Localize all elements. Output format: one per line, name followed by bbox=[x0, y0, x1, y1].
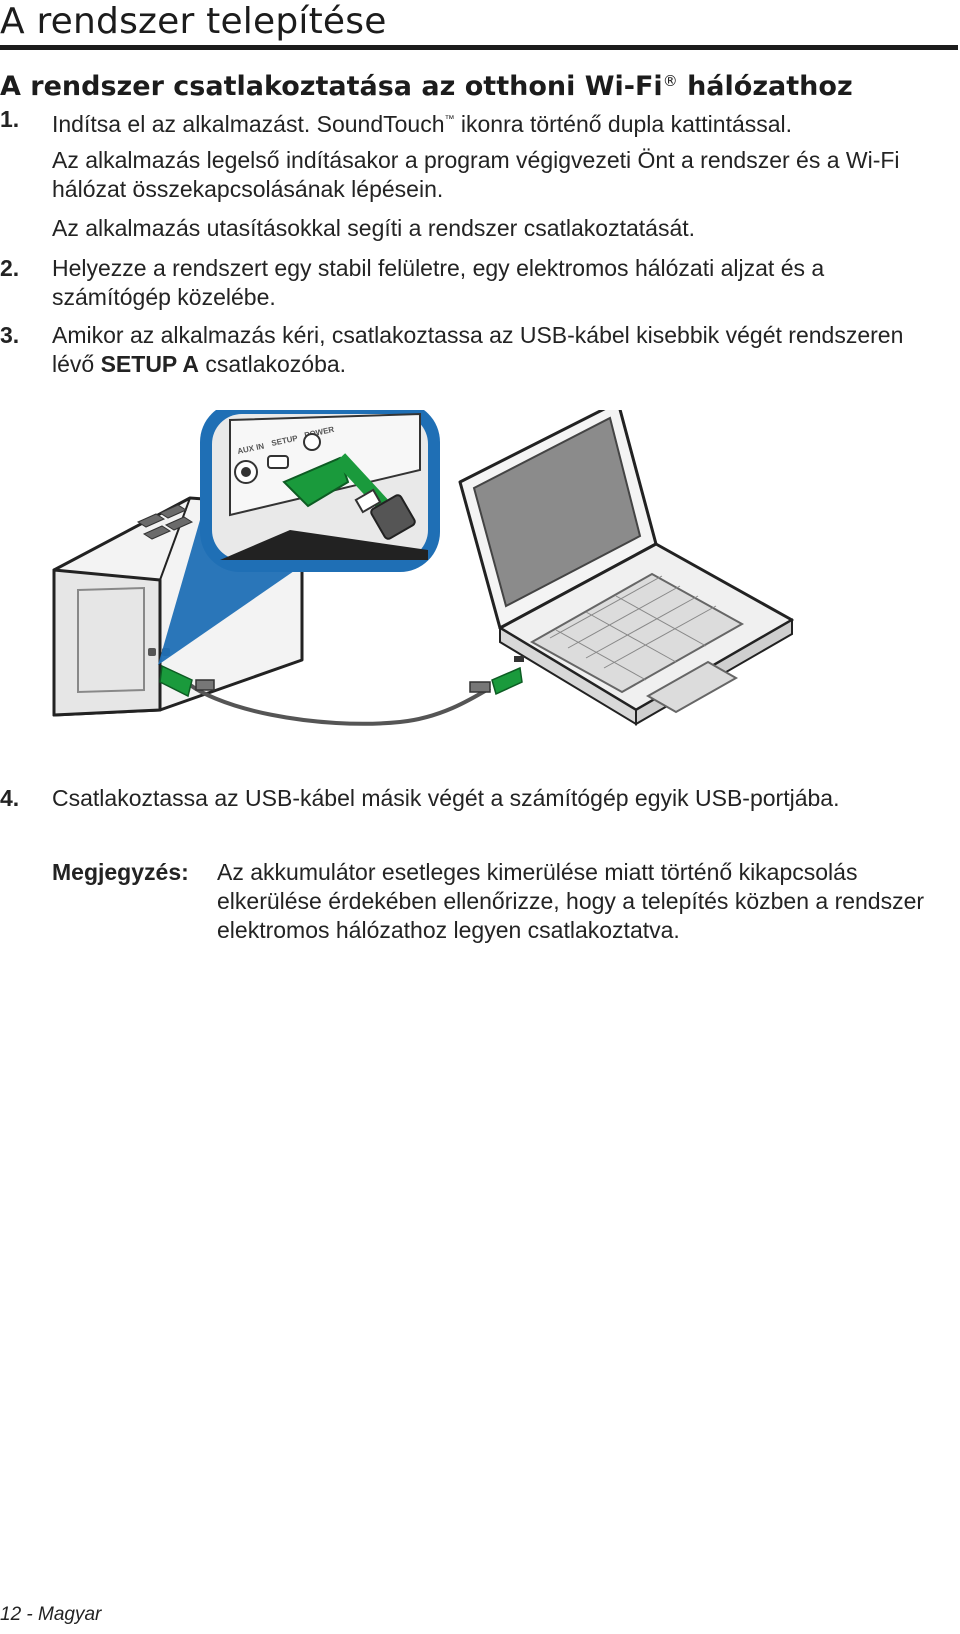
usb-connection-illustration: AUX IN SETUP POWER bbox=[52, 410, 794, 726]
registered-mark: ® bbox=[662, 72, 678, 90]
step-text-end: csatlakozóba. bbox=[199, 351, 347, 377]
section-title-end: hálózathoz bbox=[677, 71, 853, 102]
step-text: Indítsa el az alkalmazást. SoundTouch™ i… bbox=[52, 105, 940, 139]
section-title: A rendszer csatlakoztatása az otthoni Wi… bbox=[0, 64, 853, 104]
step-number: 3. bbox=[0, 322, 20, 348]
setup-port-callout: AUX IN SETUP POWER bbox=[200, 410, 440, 572]
laptop-plug-arrow-icon bbox=[491, 666, 523, 696]
step-1-paragraph-1: Az alkalmazás legelső indításakor a prog… bbox=[52, 147, 900, 202]
laptop-icon bbox=[458, 410, 794, 726]
trademark-mark: ™ bbox=[444, 114, 455, 125]
speaker-plug-arrow-icon bbox=[159, 664, 193, 698]
step-number: 4. bbox=[0, 785, 20, 811]
step-number: 1. bbox=[0, 106, 20, 132]
step-1-paragraph-2: Az alkalmazás utasításokkal segíti a ren… bbox=[52, 215, 696, 241]
page-footer: 12 - Magyar bbox=[0, 1604, 102, 1625]
step-text-start: Indítsa el az alkalmazást. SoundTouch bbox=[52, 111, 445, 137]
step-text: Csatlakoztassa az USB-kábel másik végét … bbox=[52, 785, 840, 811]
section-title-text: A rendszer csatlakoztatása az otthoni Wi… bbox=[0, 71, 663, 102]
step-text: Amikor az alkalmazás kéri, csatlakoztass… bbox=[52, 321, 940, 379]
title-rule bbox=[0, 45, 958, 50]
note-label: Megjegyzés: bbox=[52, 859, 189, 885]
usb-plug-icon bbox=[370, 494, 416, 540]
step-text: Helyezze a rendszert egy stabil felületr… bbox=[52, 255, 825, 310]
usb-cable bbox=[178, 674, 492, 726]
setup-port-label: SETUP A bbox=[100, 351, 200, 377]
note-text: Az akkumulátor esetleges kimerülése miat… bbox=[217, 859, 925, 943]
step-text-start: Amikor az alkalmazás kéri, csatlakoztass… bbox=[52, 322, 904, 377]
step-number: 2. bbox=[0, 255, 20, 281]
page-title: A rendszer telepítése bbox=[0, 1, 387, 42]
step-text-end: ikonra történő dupla kattintással. bbox=[454, 111, 793, 137]
green-arrow-icon bbox=[282, 456, 350, 508]
